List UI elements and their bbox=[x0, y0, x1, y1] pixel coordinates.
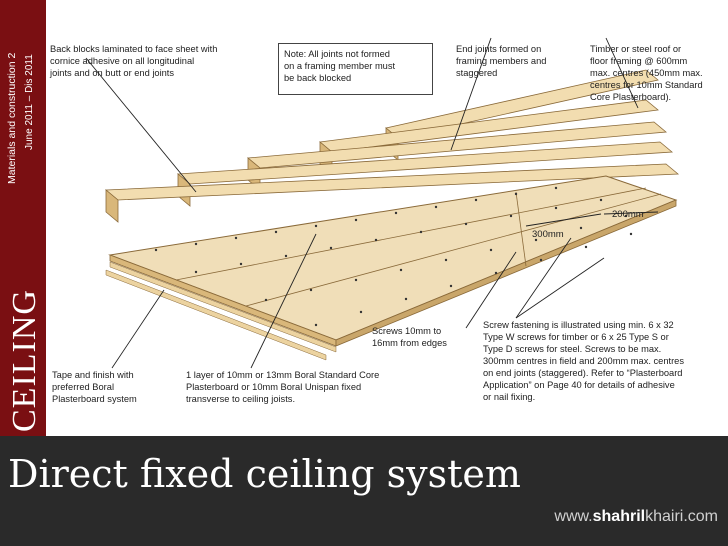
dimension-200mm: 200mm bbox=[612, 209, 644, 220]
course-title: Materials and construction 2 bbox=[6, 52, 18, 184]
note-box-text: Note: All joints not formed on a framing… bbox=[284, 49, 396, 83]
plasterboard-layer-label: 1 layer of 10mm or 13mm Boral Standard C… bbox=[186, 370, 380, 404]
ceiling-diagram bbox=[85, 37, 680, 369]
plasterboard-sheet bbox=[105, 175, 678, 361]
dimension-300mm: 300mm bbox=[532, 229, 564, 240]
title-banner bbox=[0, 436, 728, 546]
course-dates: June 2011 – Dis 2011 bbox=[24, 54, 35, 150]
note-box bbox=[278, 43, 433, 95]
tape-finish-label: Tape and finish with preferred Boral Pla… bbox=[52, 370, 137, 404]
screws-edges-label: Screws 10mm to 16mm from edges bbox=[372, 326, 447, 348]
framing-label: Timber or steel roof or floor framing @ … bbox=[590, 44, 703, 102]
back-blocks-label: Back blocks laminated to face sheet with… bbox=[50, 44, 218, 78]
sidebar: Materials and construction 2 June 2011 –… bbox=[0, 0, 46, 436]
joists bbox=[104, 69, 680, 223]
page-title: Direct fixed ceiling system bbox=[8, 452, 521, 496]
end-joints-label: End joints formed on framing members and… bbox=[456, 44, 547, 78]
leader-lines bbox=[85, 37, 659, 369]
screw-dots bbox=[154, 186, 633, 327]
section-title: CEILING bbox=[6, 289, 43, 432]
screw-fastening-label: Screw fastening is illustrated using min… bbox=[483, 320, 685, 402]
website-url: www.shahrilkhairi.com bbox=[554, 508, 718, 525]
